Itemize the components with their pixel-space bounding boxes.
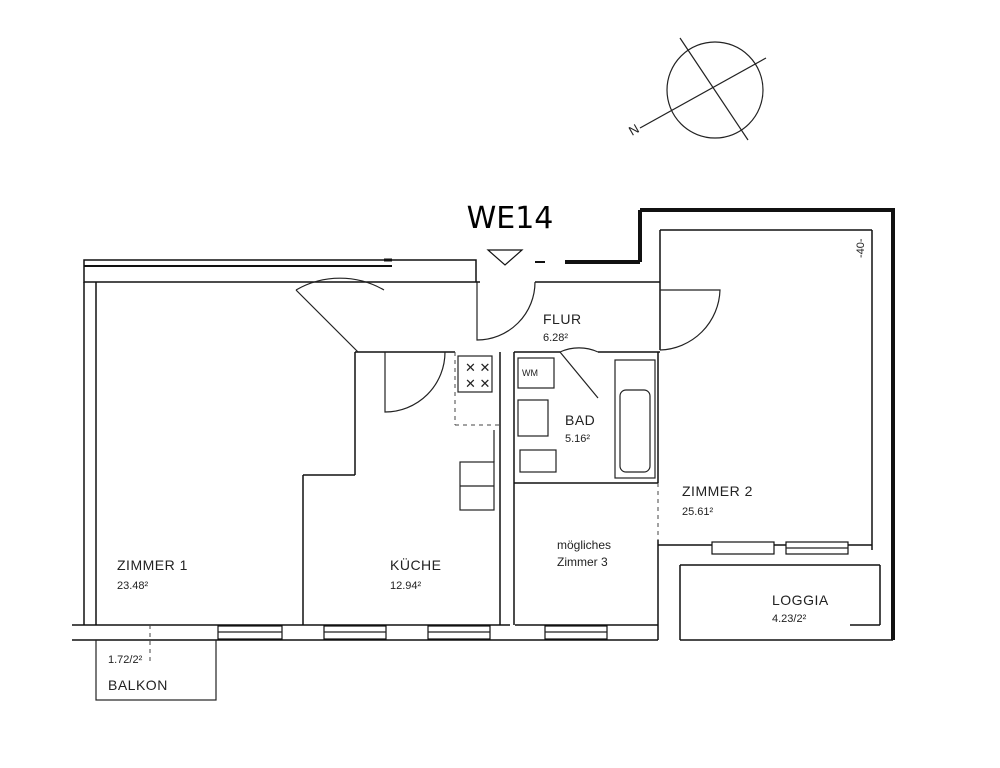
svg-text:✕ ✕: ✕ ✕	[465, 360, 490, 375]
interior-walls	[302, 351, 872, 625]
zimmer1-area: 23.48²	[117, 580, 149, 592]
loggia-area: 4.23/2²	[772, 613, 807, 625]
balkon-area: 1.72/2²	[108, 654, 143, 666]
kueche-name: KÜCHE	[390, 556, 442, 573]
zimmer1-name: ZIMMER 1	[117, 557, 188, 573]
exterior-walls	[72, 208, 895, 641]
compass-icon: N	[626, 37, 767, 141]
compass-north-label: N	[626, 121, 642, 139]
zimmer3-line2: Zimmer 3	[557, 555, 608, 569]
flur-area: 6.28²	[543, 332, 568, 344]
flur-name: FLUR	[543, 311, 582, 327]
bad-name: BAD	[565, 412, 595, 428]
windows	[217, 541, 849, 640]
zimmer3-line1: mögliches	[557, 538, 611, 552]
balkon-name: BALKON	[108, 677, 168, 693]
zimmer2-name: ZIMMER 2	[682, 483, 753, 499]
balcony-outline	[95, 625, 217, 701]
bad-area: 5.16²	[565, 433, 590, 445]
dimension-mark: -40-	[855, 238, 867, 258]
svg-text:✕ ✕: ✕ ✕	[465, 376, 490, 391]
kitchen-fixtures: ✕ ✕ ✕ ✕	[457, 355, 495, 511]
washing-machine-label: WM	[522, 368, 538, 378]
kueche-area: 12.94²	[390, 580, 422, 592]
unit-title: WE14	[467, 201, 554, 236]
zimmer2-area: 25.61²	[682, 506, 714, 518]
loggia-name: LOGGIA	[772, 592, 829, 608]
bathroom-fixtures: WM	[517, 357, 656, 479]
doors	[295, 277, 721, 413]
entrance-arrow-icon	[486, 249, 524, 266]
